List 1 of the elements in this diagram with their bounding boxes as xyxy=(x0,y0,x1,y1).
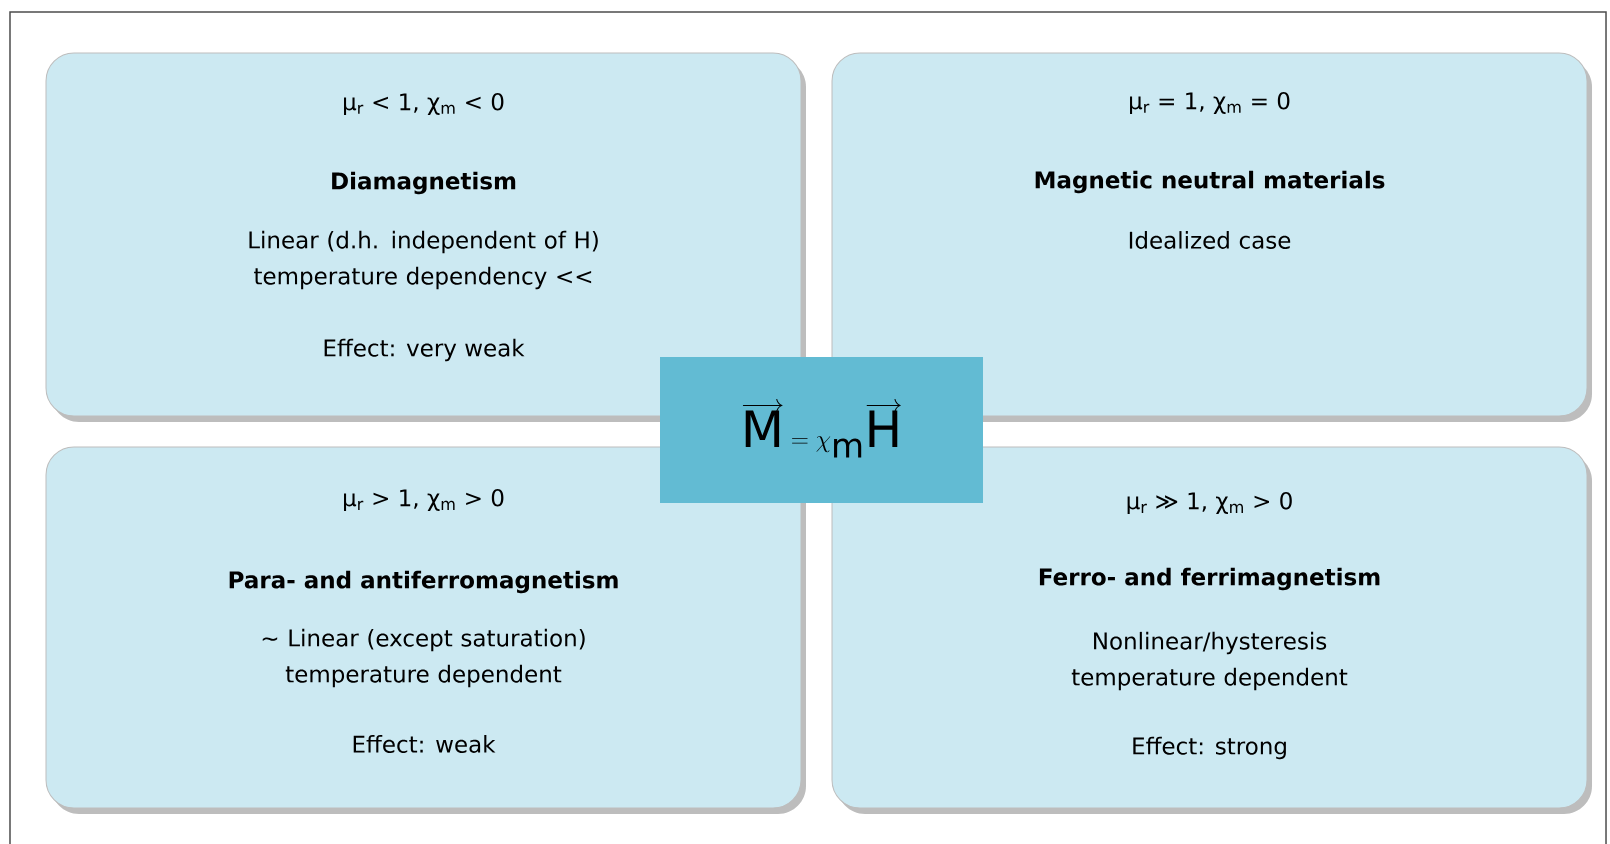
formula-box: $\overrightarrow{\mathrm{M}} = \chi_{\mathsf{m}}\overrightarrow{\mathsf{H}}$ xyxy=(660,357,983,503)
